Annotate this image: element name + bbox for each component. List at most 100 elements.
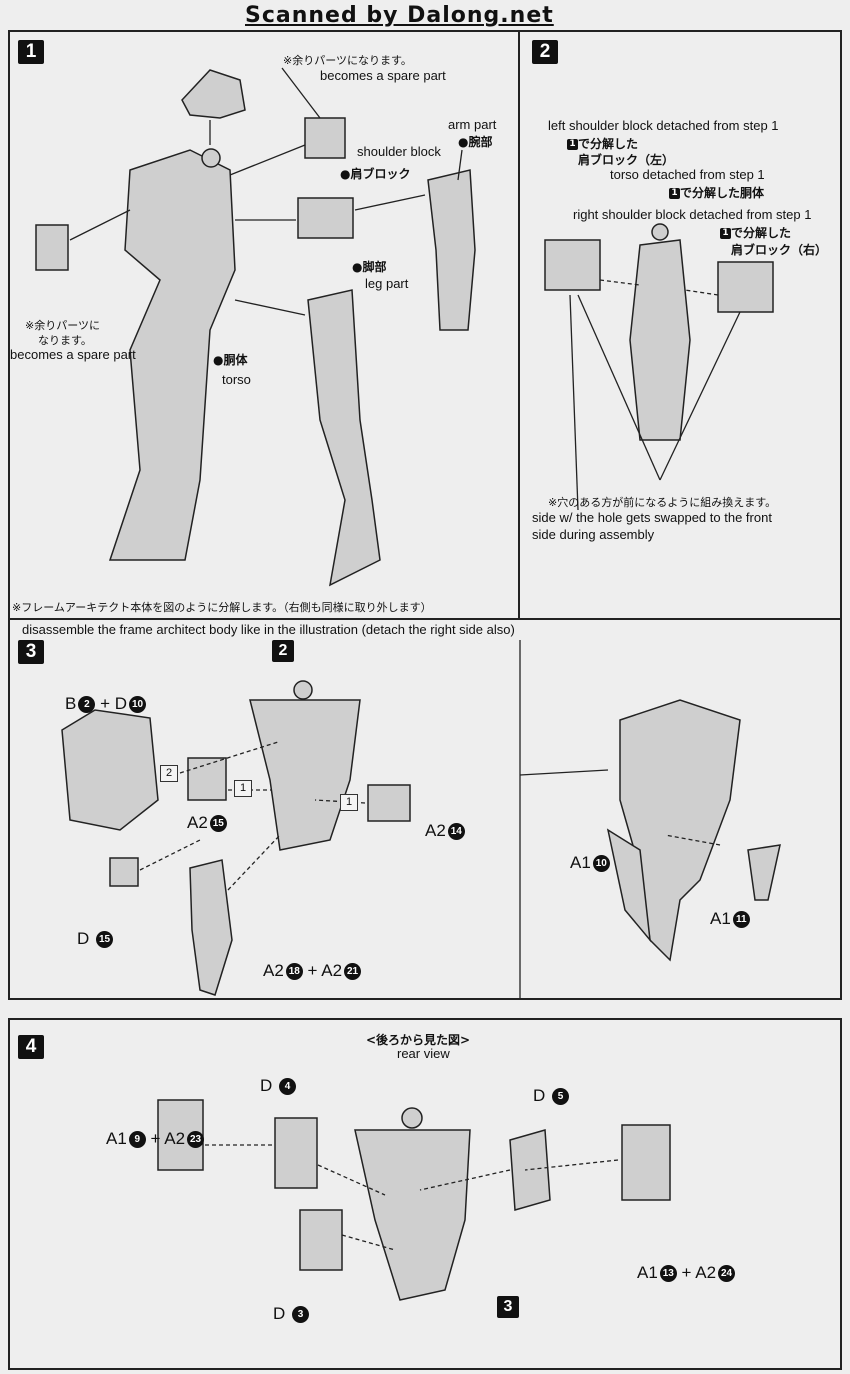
step3-torso bbox=[249, 699, 361, 851]
part-number: 15 bbox=[209, 815, 227, 833]
step-4-badge: 4 bbox=[18, 1035, 44, 1059]
step-3-panel bbox=[8, 618, 842, 1000]
step-ref-badge: 1 bbox=[567, 139, 578, 150]
part-letter: D bbox=[273, 1304, 286, 1323]
spare-left-en: becomes a spare part bbox=[10, 347, 136, 362]
label-d3: D 3 bbox=[273, 1304, 310, 1324]
left-jp2: 肩ブロック（左） bbox=[578, 153, 675, 167]
part-letter: A2 bbox=[425, 821, 446, 840]
right-en: right shoulder block detached from step … bbox=[573, 207, 812, 222]
part-letter: D bbox=[533, 1086, 546, 1105]
watermark: Scanned by Dalong.net bbox=[245, 3, 554, 28]
left-jp1-text: で分解した bbox=[578, 137, 639, 151]
label-d15: D 15 bbox=[77, 929, 114, 949]
torso bbox=[629, 239, 691, 441]
part-letter: A2 bbox=[263, 961, 284, 980]
order-box: 2 bbox=[160, 765, 178, 782]
part-letter: D bbox=[77, 929, 90, 948]
rear-view-en: rear view bbox=[397, 1046, 450, 1061]
torso-en: torso bbox=[222, 372, 251, 387]
leg-part bbox=[307, 289, 381, 587]
part-number: 9 bbox=[128, 1131, 146, 1149]
step-1-badge: 1 bbox=[18, 40, 44, 64]
part-letter: D bbox=[114, 694, 128, 713]
step2-note-jp: ※穴のある方が前になるように組み換えます。 bbox=[548, 496, 777, 509]
part-number: 13 bbox=[659, 1265, 677, 1283]
leg-en: leg part bbox=[365, 276, 409, 291]
part-number: 3 bbox=[292, 1306, 310, 1324]
step-4-panel bbox=[8, 1018, 842, 1370]
left-en: left shoulder block detached from step 1 bbox=[548, 118, 779, 133]
part-number: 4 bbox=[279, 1078, 297, 1096]
right-jp2: 肩ブロック（右） bbox=[731, 243, 828, 257]
spare-top-en: becomes a spare part bbox=[320, 68, 446, 83]
part-number: 2 bbox=[78, 696, 96, 714]
shoulder-en: shoulder block bbox=[357, 144, 441, 159]
shoulder-spare bbox=[304, 117, 346, 159]
part-a2-14 bbox=[367, 784, 411, 822]
part-a2-18-21 bbox=[189, 859, 233, 996]
part-letter: A2 bbox=[164, 1129, 186, 1148]
shoulder-jp: ●肩ブロック bbox=[340, 167, 411, 181]
part-letter: B bbox=[65, 694, 77, 713]
step-ref-badge: 1 bbox=[669, 188, 680, 199]
part-number: 24 bbox=[718, 1265, 736, 1283]
spare-left-jp1: ※余りパーツに bbox=[25, 319, 100, 332]
part-b2-d10 bbox=[61, 709, 159, 831]
arm-jp: ●腕部 bbox=[458, 135, 493, 149]
torso-en: torso detached from step 1 bbox=[610, 167, 765, 182]
plus: + bbox=[307, 961, 318, 980]
part-number: 5 bbox=[552, 1088, 570, 1106]
order-box: 1 bbox=[234, 780, 252, 797]
right-jp1-text: で分解した bbox=[731, 226, 792, 240]
spare-left-jp2: なります。 bbox=[38, 334, 92, 347]
label-d5: D 5 bbox=[533, 1086, 570, 1106]
step-ref-badge: 1 bbox=[720, 228, 731, 239]
part-number: 18 bbox=[285, 963, 303, 981]
part-letter: A2 bbox=[187, 813, 208, 832]
label-d4: D 4 bbox=[260, 1076, 297, 1096]
part-number: 23 bbox=[187, 1131, 205, 1149]
part-d3 bbox=[299, 1209, 343, 1271]
part-number: 21 bbox=[344, 963, 362, 981]
rear-view-jp: <後ろから見た図> bbox=[366, 1033, 471, 1047]
step1-note-jp: ※フレームアーキテクト本体を図のように分解します。（右側も同様に取り外します） bbox=[12, 601, 432, 614]
step2-note-en2: side during assembly bbox=[532, 527, 655, 542]
plus: + bbox=[100, 694, 111, 713]
step2-note-en1: side w/ the hole gets swapped to the fro… bbox=[532, 510, 772, 525]
torso-jp-text: で分解した胴体 bbox=[680, 186, 765, 200]
plus: + bbox=[681, 1263, 692, 1282]
step-ref-3-badge: 3 bbox=[497, 1296, 519, 1318]
spare-left-part bbox=[35, 224, 69, 271]
part-letter: A2 bbox=[695, 1263, 717, 1282]
order-box: 1 bbox=[340, 794, 358, 811]
arm-part bbox=[427, 169, 476, 331]
part-a1-13-a2-24 bbox=[621, 1124, 671, 1201]
left-shoulder bbox=[544, 239, 601, 291]
step-ref-2-badge: 2 bbox=[272, 640, 294, 662]
shoulder-block bbox=[297, 197, 354, 239]
part-d15 bbox=[109, 857, 139, 887]
step-2-badge: 2 bbox=[532, 40, 558, 64]
part-d4 bbox=[274, 1117, 318, 1189]
part-d5 bbox=[509, 1129, 551, 1211]
spare-top-jp: ※余りパーツになります。 bbox=[283, 54, 412, 67]
part-number: 14 bbox=[447, 823, 465, 841]
part-number: 10 bbox=[129, 696, 147, 714]
spare-head-part bbox=[181, 69, 246, 119]
step1-note-en: disassemble the frame architect body lik… bbox=[22, 622, 515, 637]
part-number: 11 bbox=[732, 911, 750, 929]
arm-en: arm part bbox=[448, 117, 497, 132]
part-letter: A1 bbox=[570, 853, 591, 872]
